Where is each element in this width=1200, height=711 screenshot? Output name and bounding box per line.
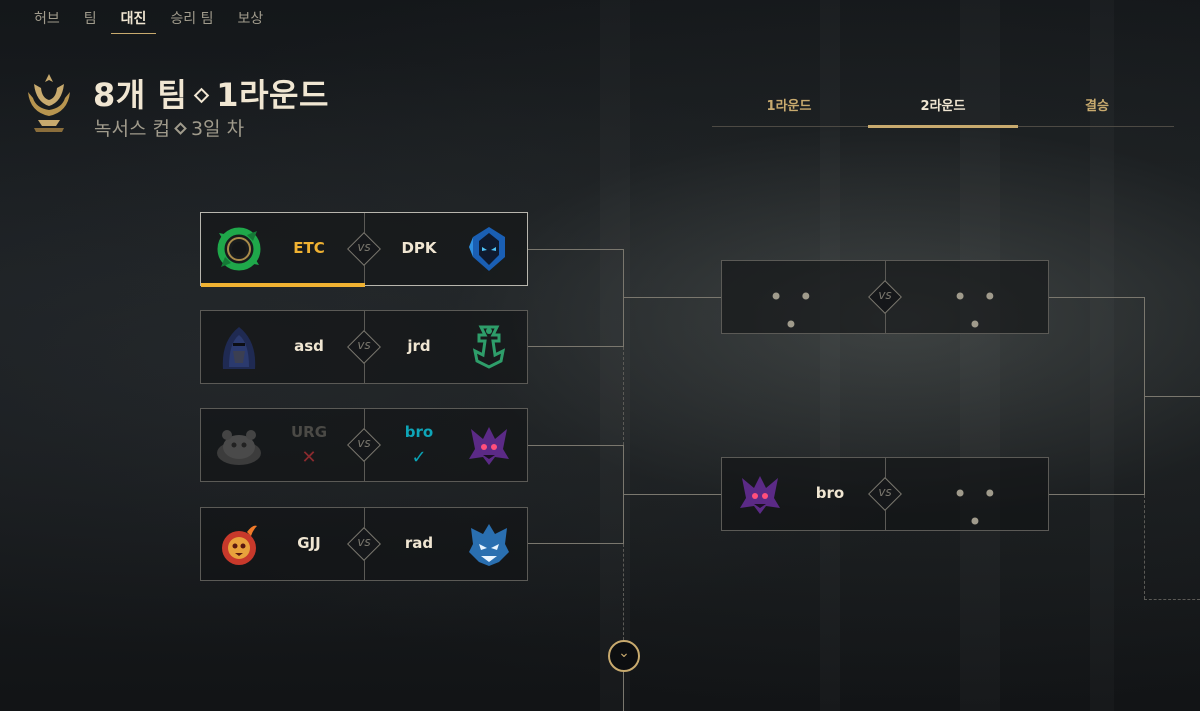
match-r1-1[interactable]: ETC vs DPK [200, 212, 528, 287]
top-nav: 허브 팀 대진 승리 팀 보상 [22, 0, 275, 34]
bracket-connector [527, 249, 623, 250]
bracket-connector [623, 297, 721, 298]
team-urg-logo [217, 430, 261, 465]
winner-progress-bar [201, 283, 365, 287]
nav-rewards[interactable]: 보상 [237, 11, 264, 27]
bracket-connector [1048, 494, 1144, 495]
nav-winners[interactable]: 승리 팀 [170, 11, 214, 27]
match-r2-1[interactable]: • • • vs • • • [721, 260, 1049, 339]
team-count: 8개 팀 [93, 76, 188, 114]
team-name: jrd [407, 337, 431, 355]
bracket-connector-dashed [1144, 495, 1145, 599]
team-gjj-logo [222, 525, 257, 565]
vs-badge: vs [347, 232, 381, 266]
tbd-placeholder: • • • [953, 480, 1001, 536]
page-subtitle: 녹서스 컵 3일 차 [94, 114, 244, 141]
bracket-connector [1048, 297, 1144, 298]
match-r1-4[interactable]: GJJ vs rad [200, 507, 528, 581]
vs-label: vs [878, 288, 892, 302]
tbd-placeholder: • • • [769, 283, 817, 339]
vs-label: vs [357, 535, 371, 549]
team-bro-logo [740, 476, 780, 514]
vs-label: vs [878, 485, 892, 499]
cup-day: 3일 차 [190, 118, 245, 140]
vs-badge: vs [347, 330, 381, 364]
team-name: ETC [293, 239, 325, 257]
nav-hub[interactable]: 허브 [34, 11, 60, 27]
team-name: DPK [401, 239, 437, 257]
current-round: 1라운드 [216, 76, 329, 114]
bracket-connector [527, 543, 623, 544]
match-r2-2[interactable]: bro vs • • • [721, 457, 1049, 536]
team-name: GJJ [297, 534, 321, 552]
team-name: rad [404, 534, 434, 552]
nav-team[interactable]: 팀 [83, 11, 97, 27]
match-r1-2[interactable]: asd vs jrd [200, 310, 528, 384]
bracket-connector [527, 346, 623, 347]
scroll-down-button[interactable]: ⌄ [608, 640, 640, 672]
page-title: 8개 팀 1라운드 [93, 70, 329, 116]
team-etc-logo [217, 227, 261, 271]
team-name: asd [294, 337, 324, 355]
bracket-connector-dashed [623, 544, 624, 640]
team-asd-logo [222, 327, 256, 369]
bracket-connector [1144, 396, 1200, 397]
cup-name: 녹서스 컵 [94, 118, 170, 140]
vs-badge: vs [868, 280, 902, 314]
tab-final[interactable]: 결승 [1085, 99, 1109, 114]
round-tabs: 1라운드 2라운드 결승 [712, 90, 1174, 128]
team-name: bro [404, 423, 434, 441]
vs-label: vs [357, 338, 371, 352]
vs-badge: vs [347, 428, 381, 462]
match-r1-3[interactable]: URG ✕ vs bro ✓ [200, 408, 528, 482]
chevron-down-icon: ⌄ [618, 645, 630, 661]
team-dpk-logo [469, 227, 505, 271]
trophy-icon [28, 74, 70, 132]
team-jrd-logo [472, 325, 506, 369]
bracket-connector-dashed [1144, 599, 1200, 600]
bracket-connector [623, 494, 721, 495]
team-name: URG [290, 423, 328, 441]
tbd-placeholder: • • • [953, 283, 1001, 339]
loss-mark-icon: ✕ [301, 447, 317, 468]
tab-round-1[interactable]: 1라운드 [766, 99, 812, 114]
team-name: bro [815, 484, 845, 502]
vs-label: vs [357, 436, 371, 450]
vs-badge: vs [868, 477, 902, 511]
bracket-connector-dashed [623, 347, 624, 445]
vs-label: vs [357, 240, 371, 254]
tab-round-2[interactable]: 2라운드 [866, 90, 1020, 128]
diamond-separator-icon [174, 122, 187, 135]
diamond-separator-icon [194, 87, 210, 103]
win-check-icon: ✓ [411, 447, 427, 468]
background-pillar [600, 0, 630, 711]
nav-bracket[interactable]: 대진 [109, 0, 159, 34]
bracket-connector [623, 672, 624, 711]
team-bro-logo [469, 427, 509, 465]
team-rad-logo [469, 524, 509, 566]
bracket-connector [623, 249, 624, 347]
bracket-connector [527, 445, 623, 446]
vs-badge: vs [347, 527, 381, 561]
